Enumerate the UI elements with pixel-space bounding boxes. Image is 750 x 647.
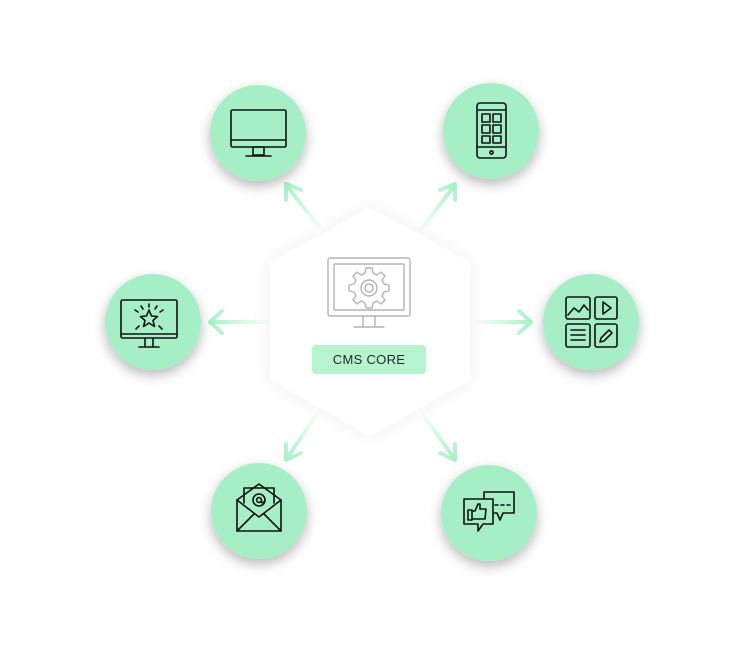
media-tiles-icon [565,296,618,348]
hub-hexagon [270,208,470,436]
node-mobile-circle [443,83,539,179]
arrow-to-email [284,408,322,462]
smartphone-grid-icon [476,102,507,159]
arrow-to-desktop [284,182,325,234]
monitor-sparkle-icon [120,299,178,348]
node-social [441,465,537,561]
node-email [211,463,307,559]
node-media-circle [543,274,639,370]
arrow-to-mobile [416,182,457,236]
arrow-to-media [468,309,533,335]
cms-core-hub: CMS CORE [312,257,426,374]
cms-core-label: CMS CORE [333,352,405,367]
desktop-monitor-icon [230,109,287,157]
cms-core-label-box [312,345,426,374]
email-envelope-icon [236,483,282,532]
chat-like-icon [463,491,515,532]
node-desktop [210,85,306,181]
node-desktop-circle [210,85,306,181]
arrow-to-interactive [208,309,274,335]
gear-monitor-icon [327,257,411,328]
arrow-to-social [418,408,457,462]
node-email-circle [211,463,307,559]
node-interactive [105,274,201,370]
node-mobile [443,83,539,179]
node-media [543,274,639,370]
